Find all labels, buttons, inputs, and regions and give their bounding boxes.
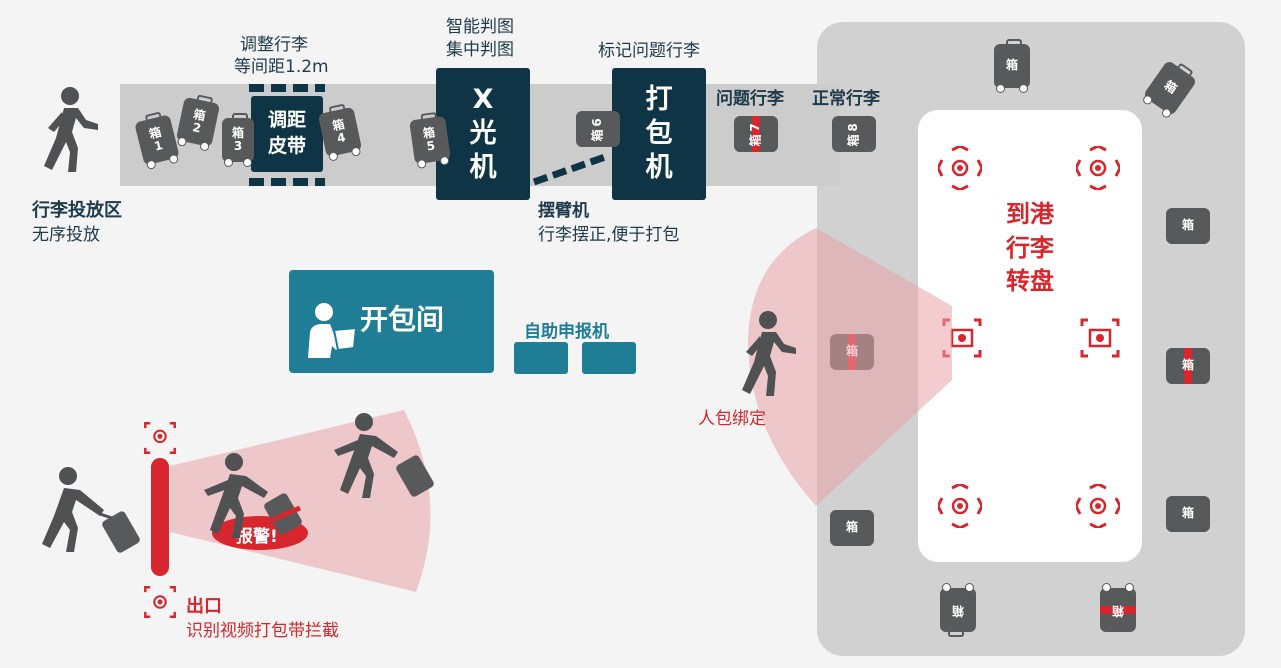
kiosk-label: 自助申报机: [524, 322, 609, 342]
pack-box-line2: 包: [645, 118, 673, 150]
carousel-bag-top-1: 箱: [994, 39, 1030, 93]
xray-box-line2: 光: [469, 118, 497, 150]
xray-subtitle: 集中判图: [446, 40, 514, 60]
carousel-bag-right-2: 箱: [1166, 348, 1210, 384]
dropoff-title: 行李投放区: [32, 200, 122, 221]
exit-title: 出口: [186, 596, 222, 617]
belt-rollers-bottom: [249, 178, 325, 186]
swing-arm-title: 摆臂机: [538, 201, 589, 221]
problem-bag-label: 问题行李: [716, 89, 784, 109]
adjust-box-line1: 调距: [267, 109, 306, 132]
unpack-room-label: 开包间: [360, 303, 445, 336]
packing-machine-box: 打 包 机: [612, 68, 706, 200]
swing-arm-subtitle: 行李摆正,便于打包: [538, 225, 680, 245]
bind-scan-cone: [748, 228, 952, 506]
camera-icon-5: [938, 484, 982, 528]
normal-bag-label: 正常行李: [812, 89, 880, 109]
dropoff-subtitle: 无序投放: [32, 225, 100, 245]
traveler-icon: [44, 87, 98, 172]
exit-camera-top-icon: [144, 422, 176, 454]
xray-box-line3: 机: [469, 151, 497, 183]
camera-icon-6: [1076, 484, 1120, 528]
inspector-icon: [308, 303, 358, 358]
pack-box-line3: 机: [645, 151, 673, 183]
carousel-title: 到港 行李 转盘: [990, 198, 1070, 299]
carousel-bag-right-1: 箱: [1166, 208, 1210, 244]
adjust-belt-box: 调距 皮带: [251, 96, 323, 172]
carousel-bag-left-2: 箱: [830, 510, 874, 546]
kiosk-2: [582, 342, 636, 374]
carousel-bag-right-3: 箱: [1166, 496, 1210, 532]
adjust-title: 调整行李: [240, 35, 308, 55]
adjust-subtitle: 等间距1.2m: [234, 57, 329, 77]
exit-gate-bar: [151, 458, 169, 576]
exit-subtitle: 识别视频打包带拦截: [186, 621, 339, 641]
passenger-alarm-icon: [204, 453, 302, 538]
camera-icon-1: [938, 146, 982, 190]
xray-box-line1: X: [472, 84, 494, 116]
carousel-line1: 到港: [1006, 200, 1054, 228]
carousel-bag-bottom-1: 箱: [940, 583, 976, 637]
xray-title: 智能判图: [446, 17, 514, 37]
bind-label: 人包绑定: [698, 409, 766, 429]
camera-icon-2: [1076, 146, 1120, 190]
camera-icon-4: [1080, 318, 1120, 358]
passenger-exiting-icon: [42, 467, 140, 553]
exit-camera-bottom-icon: [144, 586, 176, 618]
swing-arm-line: [532, 152, 610, 186]
belt-rollers-top: [249, 84, 325, 92]
passenger-walking-icon: [334, 413, 434, 498]
carousel-bag-bottom-2: 箱: [1100, 583, 1136, 632]
carousel-line3: 转盘: [1006, 267, 1054, 296]
mark-title: 标记问题行李: [598, 41, 700, 61]
alarm-label: 报警!: [236, 527, 278, 547]
pack-box-line1: 打: [645, 84, 673, 116]
xray-machine-box: X 光 机: [436, 68, 530, 200]
bind-person-icon: [742, 311, 796, 396]
adjust-box-line2: 皮带: [267, 135, 306, 157]
carousel-line2: 行李: [1006, 233, 1054, 262]
kiosk-1: [514, 342, 568, 374]
